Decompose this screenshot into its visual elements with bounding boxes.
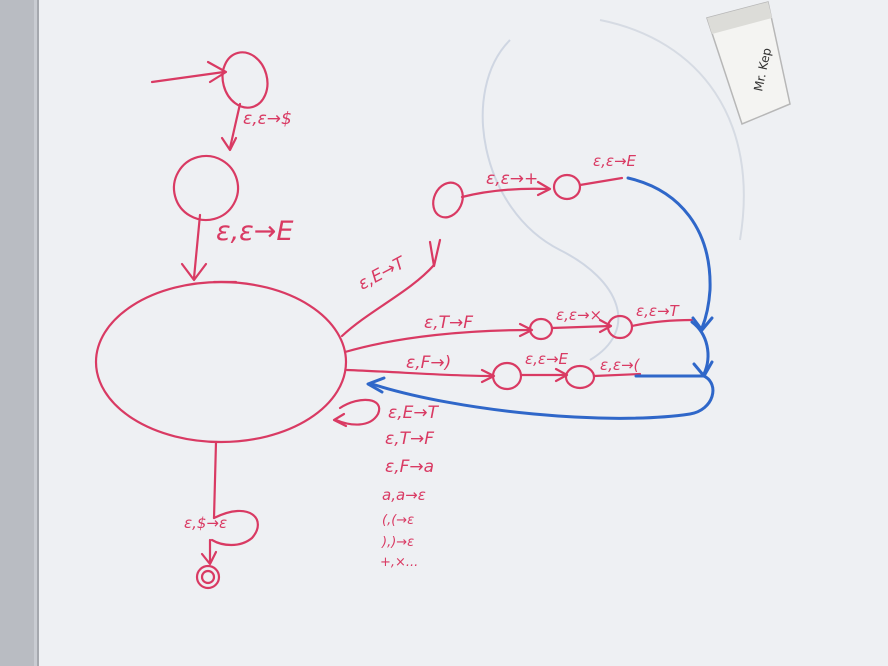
self-loop-arrowhead <box>332 412 348 428</box>
loop-rule: ε,F→a <box>385 457 434 477</box>
arrow-to-accept-loop <box>212 440 218 520</box>
state-accept-inner <box>200 569 216 585</box>
arrow-push-times <box>550 324 612 330</box>
label-accept-transition: ε,$→ε <box>184 514 227 532</box>
arrowhead-q1 <box>220 136 238 152</box>
state-E2 <box>552 173 582 201</box>
arrow-expand-T <box>343 328 532 354</box>
loop-rule: +,×... <box>380 555 418 570</box>
arrowhead-accept <box>200 550 218 566</box>
arrowhead-push-plus <box>536 180 552 197</box>
arrow-start-to-q1 <box>228 102 242 150</box>
label-push-E: ε,ε→E <box>593 152 637 170</box>
ghost-smudge <box>481 39 620 361</box>
label-expand-F: ε,F→) <box>406 353 451 373</box>
eraser-top <box>707 2 772 34</box>
arrowhead-expand-T <box>518 322 534 338</box>
blue-arrowhead-1 <box>691 316 714 332</box>
label-push-T: ε,ε→T <box>636 302 681 320</box>
arrowhead-expand-E <box>428 238 442 268</box>
label-push-open-paren: ε,ε→( <box>600 356 641 374</box>
arrow-expand-E <box>340 263 436 338</box>
arrowhead-push-times <box>598 318 613 334</box>
blue-return-path-1 <box>626 176 712 330</box>
self-loop <box>334 398 381 426</box>
loop-rule: ε,E→T <box>388 403 440 423</box>
label-push-E-paren: ε,ε→E <box>525 350 569 368</box>
arrow-q1-to-loop <box>192 213 202 280</box>
state-E1 <box>432 181 464 219</box>
ghost-smudge <box>599 19 745 241</box>
loop-rule: ε,T→F <box>385 429 434 449</box>
blue-return-path-2 <box>690 320 710 376</box>
blue-return-path-3 <box>370 374 715 420</box>
arrow-push-open-paren <box>592 372 642 378</box>
eraser: Mr. Kep <box>706 1 791 126</box>
arrow-push-plus <box>460 187 550 199</box>
label-push-expression: ε,ε→E <box>216 216 293 247</box>
state-start <box>221 51 269 109</box>
loop-rule: (,(→ε <box>382 513 414 528</box>
arrow-expand-F <box>345 368 494 378</box>
loop-rules-list: ε,E→T ε,T→F ε,F→a a,a→ε (,(→ε ),)→ε +,×.… <box>380 403 440 570</box>
state-loop <box>94 280 348 444</box>
label-start-transition: ε,ε→$ <box>243 109 292 129</box>
loop-rule: ),)→ε <box>381 535 414 550</box>
label-push-times: ε,ε→× <box>556 306 602 324</box>
accept-self-loop <box>210 509 259 547</box>
state-accept-outer <box>195 564 221 590</box>
arrow-push-E <box>578 176 624 187</box>
arrow-push-T <box>630 318 694 328</box>
loop-rule: a,a→ε <box>382 486 426 504</box>
arrowhead-loop <box>180 262 208 282</box>
start-arrow <box>150 70 226 84</box>
label-expand-T: ε,T→F <box>424 313 473 333</box>
board-frame-left-edge <box>0 0 34 666</box>
state-q1 <box>172 154 240 222</box>
label-push-plus: ε,ε→+ <box>486 169 538 189</box>
blue-arrowhead-3 <box>366 376 386 394</box>
start-arrowhead <box>206 60 228 84</box>
